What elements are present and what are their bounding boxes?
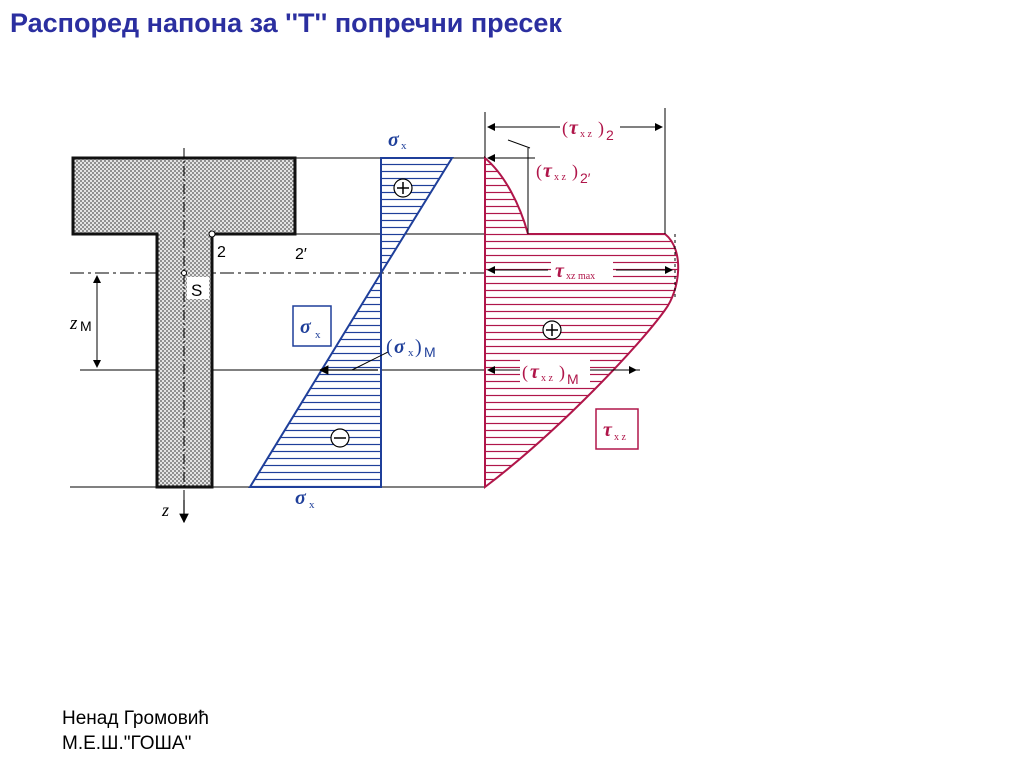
- paren-close-tau-m: ): [559, 362, 565, 383]
- tau-box: [595, 408, 639, 450]
- label-tau-2p: τ: [543, 160, 553, 182]
- sigma-negative-area: [248, 269, 382, 488]
- label-tau-m: τ: [530, 361, 540, 383]
- label-tau-2p-index: 2′: [580, 170, 591, 186]
- footer-school: М.Е.Ш."ГОША": [62, 733, 192, 754]
- paren-close-tau-2: ): [598, 118, 604, 139]
- label-point-2: 2: [217, 244, 226, 261]
- paren-open-tau-m: (: [522, 362, 528, 383]
- paren-close-sigma-m: ): [415, 336, 422, 358]
- label-tau-max: τ: [555, 260, 565, 282]
- label-tau-2-index: 2: [606, 127, 614, 143]
- label-sigma-bottom-sub: x: [309, 499, 315, 511]
- centroid-marker: [181, 270, 187, 276]
- label-sigma-box-sub: x: [315, 329, 321, 341]
- label-z-axis: z: [161, 500, 169, 520]
- tau-distribution-area: [484, 155, 680, 490]
- sigma-box: [292, 305, 332, 347]
- label-point-2p: 2′: [295, 246, 307, 263]
- label-tau-m-index: M: [567, 371, 579, 387]
- paren-open-tau-2p: (: [536, 161, 542, 182]
- page-title: Распоред напона за ''Т'' попречни пресек: [10, 8, 562, 38]
- label-tau-max-sub: xz max: [566, 271, 595, 282]
- label-zm: z: [69, 313, 78, 334]
- label-centroid: S: [191, 281, 202, 300]
- label-tau-2: τ: [569, 117, 579, 139]
- paren-open-sigma-m: (: [386, 336, 393, 358]
- label-tau-m-sub: x z: [541, 373, 554, 384]
- paren-open-tau-2: (: [562, 118, 568, 139]
- label-zm-sub: M: [80, 318, 92, 334]
- sigma-positive-area: [380, 157, 454, 277]
- point-2-marker: [208, 230, 216, 238]
- t-cross-section: [71, 156, 297, 489]
- label-sigma-top: σ: [388, 129, 400, 151]
- paren-close-tau-2p: ): [572, 161, 578, 182]
- label-sigma-top-sub: x: [401, 140, 407, 152]
- label-tau-box-sub: x z: [614, 432, 627, 443]
- label-sigma-m: σ: [394, 336, 406, 358]
- label-sigma-m-sub: x: [408, 347, 414, 359]
- footer: Ненад Громовић М.Е.Ш."ГОША": [62, 706, 209, 756]
- footer-author: Ненад Громовић: [62, 708, 209, 729]
- label-sigma-m-index: M: [424, 344, 436, 360]
- label-tau-2p-sub: x z: [554, 172, 567, 183]
- label-sigma-bottom: σ: [295, 487, 307, 509]
- label-tau-2-sub: x z: [580, 129, 593, 140]
- label-tau-box: τ: [603, 419, 613, 441]
- sigma-m-leader: [351, 351, 389, 371]
- label-sigma-box: σ: [300, 316, 312, 338]
- tau-dimensions: [484, 108, 673, 374]
